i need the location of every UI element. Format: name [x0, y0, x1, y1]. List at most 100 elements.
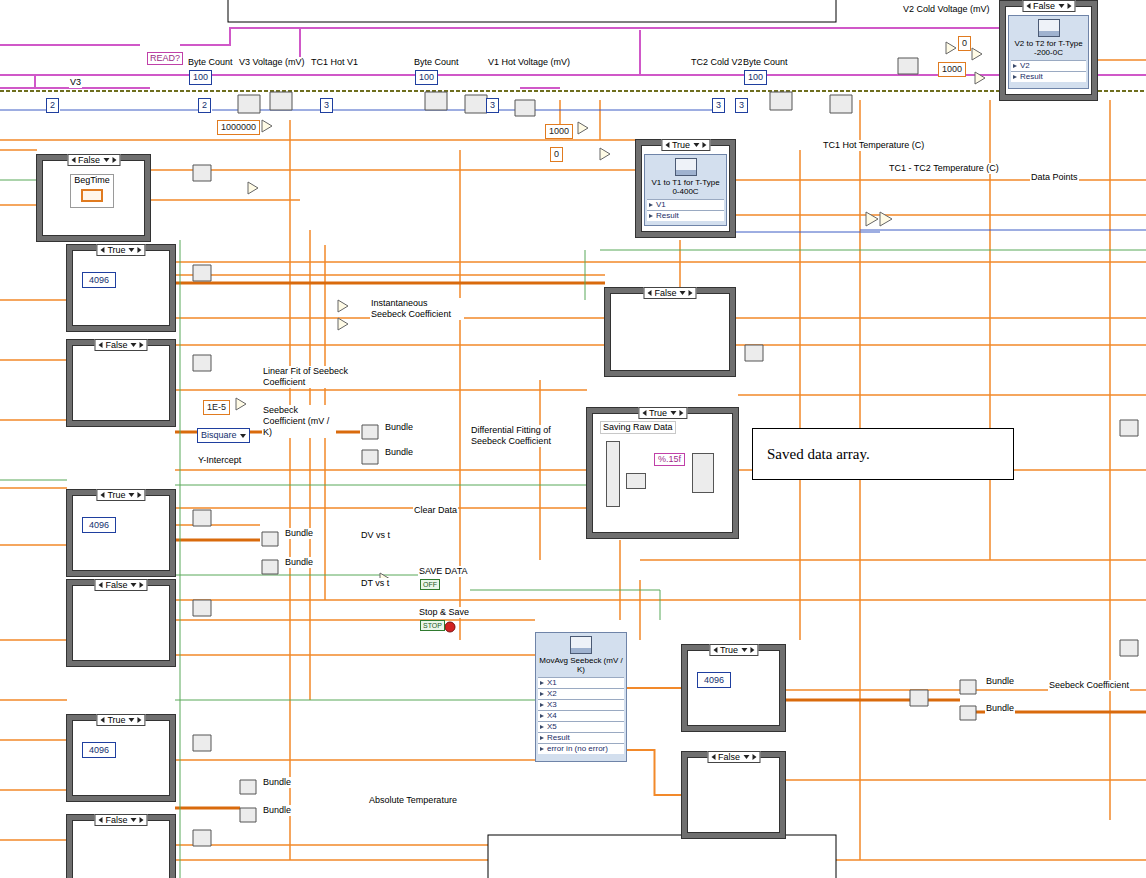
selector-arrow: [689, 290, 693, 296]
terminal-label: TC1 - TC2 Temperature (C): [888, 163, 1000, 174]
selector-arrow: [1026, 3, 1030, 9]
case-structure: False: [67, 580, 175, 666]
terminal-label: SAVE DATA: [418, 566, 469, 577]
numeric-constant: 1000: [545, 124, 573, 139]
case-structure: FalseBegTime: [37, 155, 150, 241]
numeric-terminal: [81, 189, 103, 202]
selector-arrow: [140, 342, 144, 348]
numeric-constant: 3: [735, 98, 748, 113]
terminal-label: Byte Count: [413, 57, 460, 68]
arithmetic-triangle: [236, 42, 985, 585]
case-structure: False: [682, 752, 785, 838]
numeric-constant: 3: [486, 98, 499, 113]
case-structure: TrueV1 to T1 for T-Type 0-400CV1Result: [636, 140, 735, 237]
function-icon: [606, 441, 620, 507]
terminal-label: TC1 Hot Temperature (C): [822, 140, 925, 151]
case-label: True: [107, 245, 125, 255]
vi-title: V1 to T1 for T-Type 0-400C: [645, 178, 726, 199]
terminal-label: Absolute Temperature: [368, 795, 458, 806]
constant-value: 4096: [89, 275, 109, 285]
numeric-constant: 4096: [82, 517, 116, 533]
terminal-label: V1 Hot Voltage (mV): [487, 57, 571, 68]
terminal-label: Y-Intercept: [197, 455, 242, 466]
terminal-label: Instantaneous Seebeck Coefficient: [370, 298, 464, 320]
terminal-label: V2 Cold Voltage (mV): [902, 4, 991, 15]
case-structure: True 4096: [682, 645, 785, 731]
string-constant: %.15f: [654, 453, 685, 466]
terminal-label: Stop & Save: [418, 607, 470, 618]
numeric-constant: 1E-5: [203, 400, 230, 415]
case-selector: False: [94, 339, 147, 351]
numeric-indicator: BegTime: [70, 174, 114, 208]
case-selector: True: [638, 407, 687, 419]
selector-arrow: [750, 647, 754, 653]
vi-icon: [1038, 19, 1060, 37]
wire-connector: [627, 750, 682, 795]
case-structure: False: [67, 815, 175, 878]
string-label: READ?: [147, 52, 183, 65]
terminal-label: Bundle: [262, 777, 292, 788]
terminal-label: TC1 Hot V1: [310, 57, 359, 68]
note-box: [488, 835, 836, 878]
selector-arrow: [131, 343, 137, 347]
case-selector: False: [643, 287, 696, 299]
terminal-label: DT vs t: [360, 578, 390, 589]
terminal-label: Byte Count: [742, 57, 789, 68]
terminal-label: Byte Count: [187, 57, 234, 68]
selector-arrow: [98, 817, 102, 823]
array-wire: [175, 283, 1146, 808]
case-structure: True 4096: [67, 245, 175, 331]
terminal-label: Bundle: [284, 528, 314, 539]
callout-box: Saved data array.: [752, 428, 1014, 480]
selector-arrow: [129, 248, 135, 252]
integer-wire: [0, 110, 1146, 232]
terminal-label: Bundle: [284, 557, 314, 568]
case-structure: False: [67, 340, 175, 426]
case-selector: True: [96, 714, 145, 726]
selector-arrow: [647, 290, 651, 296]
numeric-constant: 2: [198, 98, 211, 113]
numeric-constant: 0: [550, 147, 563, 162]
selector-arrow: [129, 718, 135, 722]
selector-arrow: [741, 648, 747, 652]
vi-terminal: error in (no error): [538, 743, 624, 754]
numeric-constant: 100: [189, 70, 212, 85]
case-label: True: [720, 645, 738, 655]
terminal-label: Differential Fitting of Seebeck Coeffici…: [470, 425, 584, 447]
selector-arrow: [1067, 3, 1071, 9]
case-label: False: [78, 155, 100, 165]
case-label: True: [107, 490, 125, 500]
selector-arrow: [1058, 4, 1064, 8]
vi-terminal: Result: [647, 210, 724, 221]
selector-arrow: [138, 492, 142, 498]
vi-icon: [675, 158, 697, 176]
terminal-label: Bundle: [985, 703, 1015, 714]
selector-arrow: [100, 247, 104, 253]
selector-arrow: [100, 717, 104, 723]
terminal-label: Linear Fit of Seebeck Coefficient: [262, 366, 364, 388]
case-label: False: [105, 340, 127, 350]
numeric-constant: 100: [415, 70, 438, 85]
selector-arrow: [138, 247, 142, 253]
case-selector: True: [709, 644, 758, 656]
numeric-constant: 4096: [697, 672, 731, 688]
constant-value: 4096: [704, 675, 724, 685]
selector-arrow: [98, 342, 102, 348]
numeric-wire: [0, 60, 1146, 860]
selector-arrow: [702, 142, 706, 148]
vi-terminal: X5: [538, 721, 624, 732]
boolean-wire: [0, 180, 1146, 878]
case-selector: False: [94, 579, 147, 591]
case-selector: False: [1022, 0, 1075, 12]
numeric-constant: 100: [744, 70, 767, 85]
numeric-constant: 1000000: [217, 120, 260, 135]
vi-terminal: X2: [538, 688, 624, 699]
vi-title: V2 to T2 for T-Type -200-0C: [1009, 39, 1088, 60]
numeric-constant: 3: [320, 98, 333, 113]
selector-arrow: [642, 410, 646, 416]
case-structure: FalseV2 to T2 for T-Type -200-0CV2Result: [1000, 1, 1097, 100]
boolean-control: STOP: [420, 620, 445, 631]
selector-arrow: [743, 755, 749, 759]
